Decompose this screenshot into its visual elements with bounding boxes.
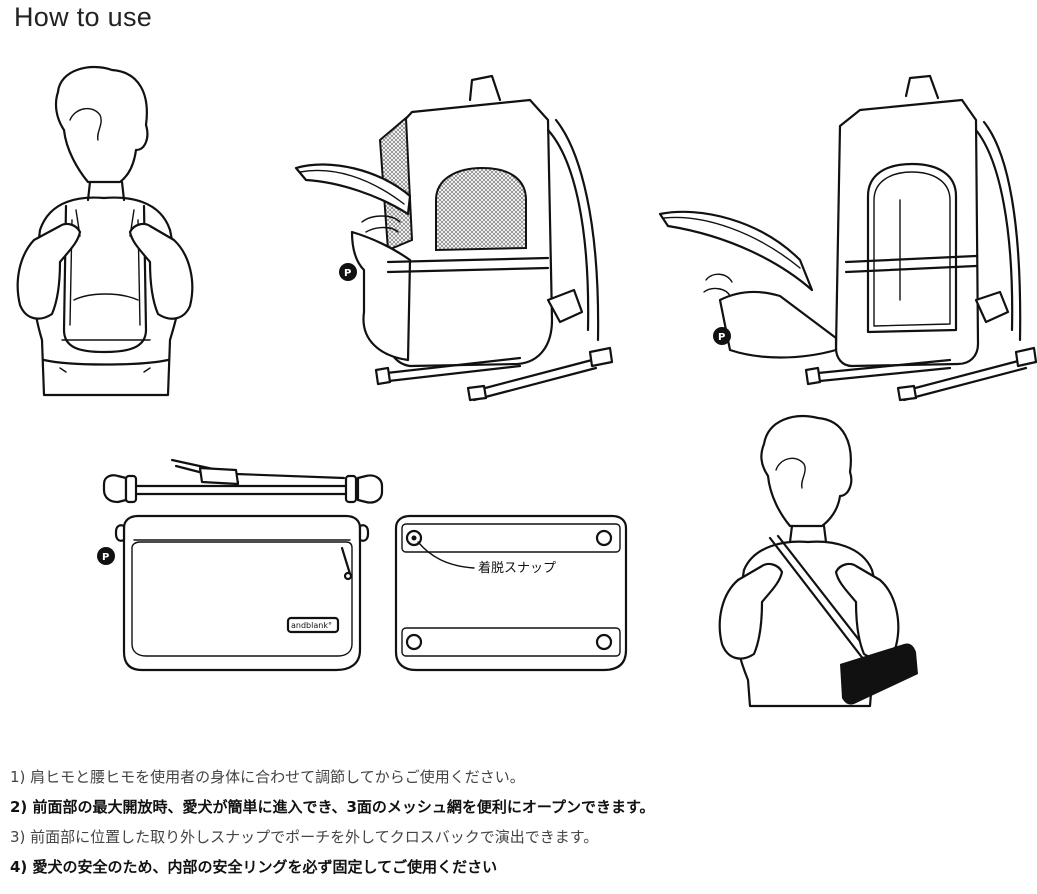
person-wearing-crossbody-pouch — [718, 414, 918, 708]
snap-icon — [405, 633, 423, 651]
pocket-marker-label: P — [344, 268, 351, 279]
brand-tag: andblank° — [291, 621, 332, 630]
snap-label: 着脱スナップ — [478, 560, 556, 576]
person-back-wearing-backpack — [16, 65, 194, 397]
pocket-marker-icon — [713, 327, 731, 345]
detached-pouch-with-strap: andblank° — [97, 458, 384, 672]
pocket-marker-icon — [97, 547, 115, 565]
instruction-item: 3) 前面部に位置した取り外しスナップでポーチを外してクロスバックで演出できます… — [10, 828, 599, 846]
pocket-marker-label: P — [102, 552, 109, 563]
backpack-front-open — [294, 74, 614, 402]
instruction-item: 1) 肩ヒモと腰ヒモを使用者の身体に合わせて調節してからご使用ください。 — [10, 768, 525, 786]
page-title: How to use — [14, 2, 153, 32]
snap-icon — [595, 529, 613, 547]
pocket-marker-icon — [339, 263, 357, 281]
pocket-marker-label: P — [718, 332, 725, 343]
backpack-front-fully-open — [658, 74, 1037, 402]
instruction-list: 1) 肩ヒモと腰ヒモを使用者の身体に合わせて調節してからご使用ください。 2) … — [10, 762, 1020, 882]
pouch-back-with-snaps: 着脱スナップ — [394, 514, 628, 672]
instruction-item: 4) 愛犬の安全のため、内部の安全リングを必ず固定してご使用ください — [10, 858, 498, 876]
instruction-item: 2) 前面部の最大開放時、愛犬が簡単に進入でき、3面のメッシュ網を便利にオープン… — [10, 798, 655, 816]
snap-icon — [595, 633, 613, 651]
